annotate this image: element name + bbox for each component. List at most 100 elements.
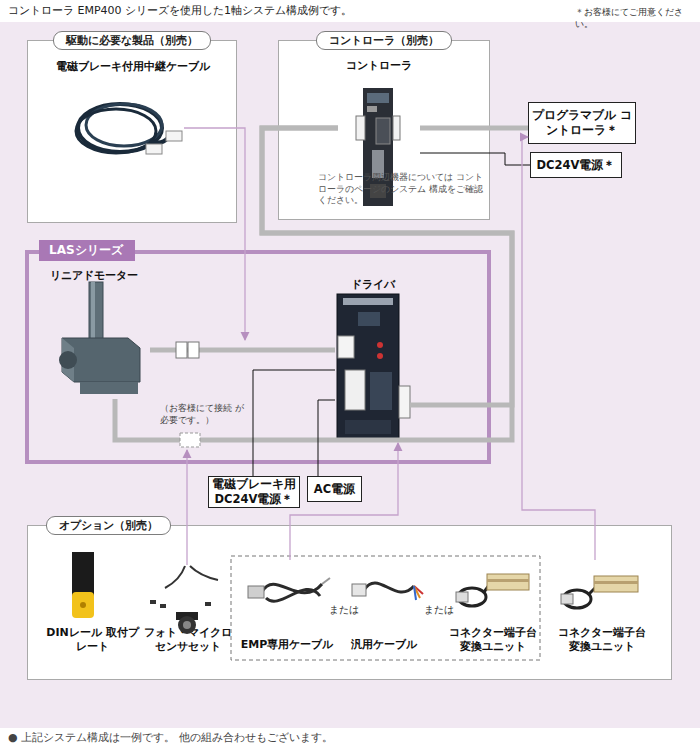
sensor-set-illustration	[205, 602, 211, 606]
terminal-unit-illustration	[589, 586, 597, 594]
general-cable-illustration	[414, 586, 420, 598]
cable-line	[318, 400, 335, 476]
cable-line	[262, 128, 512, 405]
node-label: AC電源	[314, 482, 355, 497]
controller-illustration	[356, 116, 365, 140]
text-box: AC電源	[307, 476, 362, 502]
cable-line	[420, 153, 530, 165]
background-band	[0, 22, 700, 728]
node-label: DC24V電源＊	[537, 158, 616, 173]
node-label: EMP専用ケーブル	[241, 638, 334, 652]
sensor-set-illustration	[165, 566, 185, 588]
relay-cable-illustration	[78, 104, 162, 152]
terminal-unit-illustration	[456, 574, 529, 606]
text-box: 電磁ブレーキ用 DC24V電源＊	[208, 476, 300, 508]
node-label: コネクター端子台 変換ユニット	[552, 626, 652, 654]
cable-line	[253, 370, 335, 476]
text-box: プログラマブル コントローラ＊	[528, 102, 636, 144]
group-heading: LASシリーズ	[39, 240, 135, 261]
node-label: リニアドモーター	[50, 269, 138, 283]
driver-illustration	[377, 342, 383, 348]
relay-cable-illustration	[166, 131, 182, 141]
controller-illustration	[376, 118, 390, 144]
note-label: （お客様にて接続 が必要です。）	[160, 403, 248, 426]
terminal-unit-illustration	[458, 588, 486, 606]
general-cable-illustration	[352, 584, 366, 596]
group-heading: コントローラ（別売）	[316, 31, 452, 50]
controller-illustration	[367, 106, 377, 112]
sensor-set-illustration	[190, 566, 218, 580]
product-item: リニアドモーター	[38, 267, 150, 399]
product-item: EMP専用ケーブル	[238, 560, 336, 654]
linear-motor-illustration	[59, 282, 140, 394]
driver-illustration	[377, 353, 383, 359]
terminal-unit-illustration	[561, 576, 638, 608]
signal-arrow	[290, 443, 398, 560]
text-box: DC24V電源＊	[530, 152, 622, 178]
node-label: コントローラ	[346, 59, 412, 73]
terminal-unit-illustration	[487, 574, 529, 590]
terminal-unit-illustration	[563, 590, 591, 608]
terminal-unit-illustration	[456, 592, 468, 602]
leader-arrow	[184, 128, 245, 340]
node-label: ドライバ	[351, 278, 395, 292]
node-label: 電磁ブレーキ用 DC24V電源＊	[209, 477, 299, 506]
driver-illustration	[338, 336, 354, 358]
customer-connection-symbol	[180, 433, 200, 447]
driver-illustration	[345, 420, 391, 434]
cable-line	[115, 128, 512, 440]
controller-illustration	[393, 116, 400, 140]
relay-cable-illustration	[86, 104, 162, 146]
sensor-set-illustration	[160, 604, 166, 608]
terminal-unit-illustration	[594, 581, 638, 584]
option-dashed-frame	[231, 556, 540, 660]
series-box: LASシリーズリニアドモータードライバ	[25, 250, 491, 464]
driver-illustration	[345, 370, 365, 410]
group-box: オプション（別売）DINレール 取付プレートフォト・マイクロ センサセットEMP…	[27, 525, 672, 680]
relay-cable-illustration	[150, 138, 168, 143]
cable-line	[420, 126, 528, 131]
wire-connector-symbol	[176, 342, 187, 358]
general-cable-illustration	[414, 586, 416, 600]
customer-connection-symbol	[180, 433, 200, 447]
wire-connector-symbol	[176, 342, 199, 358]
leader-arrow	[184, 128, 245, 565]
cable-line	[150, 348, 335, 353]
note-label: または	[424, 603, 464, 616]
emp-cable-illustration	[266, 589, 320, 601]
emp-cable-illustration	[248, 578, 330, 601]
relay-cable-illustration	[76, 109, 156, 153]
din-plate-illustration	[72, 552, 94, 614]
driver-illustration	[370, 372, 392, 410]
option-dashed-frame	[231, 556, 540, 660]
general-cable-illustration	[414, 586, 423, 594]
linear-motor-illustration	[62, 338, 140, 382]
product-item: コネクター端子台 変換ユニット	[447, 560, 539, 656]
sensor-set-illustration	[178, 616, 196, 634]
sensor-set-illustration	[176, 612, 198, 620]
emp-cable-illustration	[322, 578, 330, 584]
din-plate-illustration	[72, 552, 94, 618]
linear-motor-illustration	[89, 282, 103, 340]
product-item: フォト・マイクロ センサセット	[140, 548, 235, 656]
linear-motor-illustration	[91, 282, 95, 340]
sensor-set-illustration	[150, 566, 218, 634]
note-label: ＊お客様にてご用意ください。	[575, 7, 700, 30]
node-label: コネクター端子台 変換ユニット	[447, 626, 539, 654]
note-label: コントローラ周辺機器については コントローラのページのシステム 構成をご確認くだ…	[318, 172, 488, 207]
terminal-unit-illustration	[487, 579, 529, 582]
diagram-caption: ● 上記システム構成は一例です。 他の組み合わせもございます。	[8, 731, 333, 745]
diagram-title: コントローラ EMP400 シリーズを使用した1軸システム構成例です。	[8, 4, 352, 18]
driver-illustration	[343, 298, 393, 305]
product-item: ドライバ	[335, 276, 410, 443]
din-plate-illustration	[80, 602, 86, 608]
relay-cable-illustration	[146, 144, 162, 154]
din-plate-illustration	[72, 592, 94, 618]
sensor-set-illustration	[183, 621, 191, 629]
